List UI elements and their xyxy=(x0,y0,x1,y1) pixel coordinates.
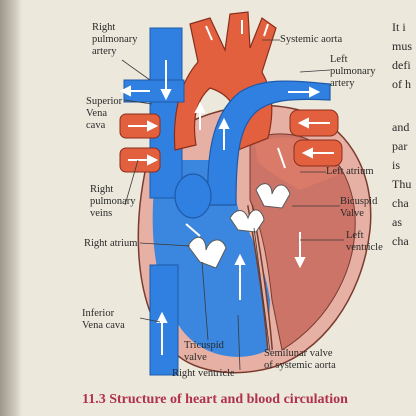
page-binding-shadow xyxy=(0,0,22,416)
label-semilunar-valve: Semilunar valve of systemic aorta xyxy=(264,348,336,371)
flow-arrows xyxy=(119,20,334,355)
tricuspid-valve-shape xyxy=(187,236,227,269)
label-right-pulmonary-artery: Right pulmonary artery xyxy=(92,22,138,57)
leader-lines xyxy=(121,39,344,371)
side-text-line-6: par xyxy=(392,139,408,153)
bicuspid-valve-shape xyxy=(255,183,291,209)
label-left-atrium: Left atrium xyxy=(326,166,374,177)
side-text-line-7: is xyxy=(392,158,401,172)
label-systemic-aorta: Systemic aorta xyxy=(280,34,343,45)
label-left-pulmonary-artery: Left pulmonary artery xyxy=(330,54,376,89)
side-text-line-8: Thu xyxy=(392,177,412,191)
side-text-line-3: defi xyxy=(392,58,411,72)
right-atrium-opening xyxy=(174,173,212,219)
label-left-ventricle: Left ventricle xyxy=(346,230,383,253)
label-tricuspid-valve: Tricuspid valve xyxy=(184,340,224,363)
label-right-ventricle: Right ventricle xyxy=(172,368,235,379)
label-inferior-vena-cava: Inferior Vena cava xyxy=(82,308,125,331)
figure-caption: 11.3 Structure of heart and blood circul… xyxy=(82,392,348,407)
side-text-line-10: as xyxy=(392,215,402,229)
semilunar-valve-shape xyxy=(229,209,265,233)
side-text-line-9: cha xyxy=(392,196,409,210)
side-text-line-11: cha xyxy=(392,234,409,248)
label-bicuspid-valve: Bicuspid Valve xyxy=(340,196,378,219)
label-right-pulmonary-veins: Right pulmonary veins xyxy=(90,184,136,219)
label-superior-vena-cava: Superior Vena cava xyxy=(86,96,123,131)
side-text-line-1: It i xyxy=(392,20,406,34)
side-text-line-2: mus xyxy=(392,39,413,53)
label-right-atrium: Right atrium xyxy=(84,238,138,249)
pulmonary-artery xyxy=(207,80,331,206)
side-text-line-5: and xyxy=(392,120,410,134)
side-text-line-4: of h xyxy=(392,77,411,91)
